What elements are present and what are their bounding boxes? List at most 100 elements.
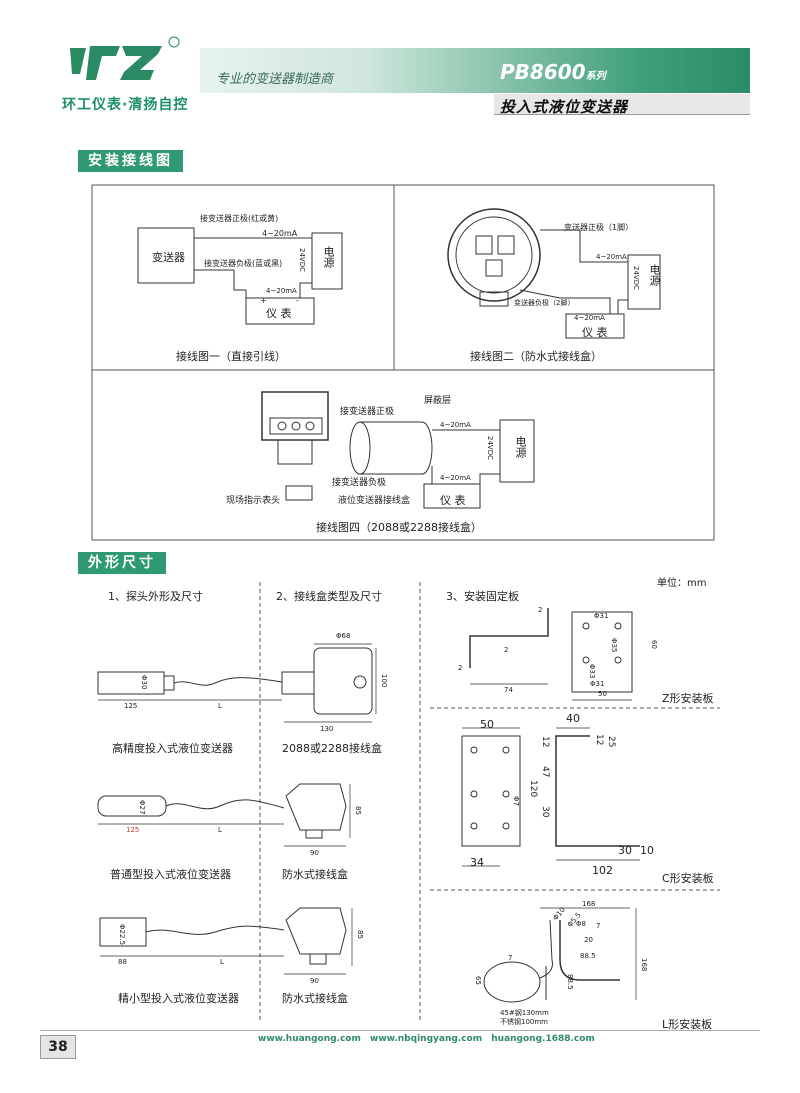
plate-c-dim-4: 25: [606, 736, 616, 748]
fig1-meter-label: 仪 表: [266, 307, 292, 320]
fig1-positive-label: 接变送器正极(红或黄): [200, 214, 279, 223]
plate-c-dim-0: 50: [480, 718, 494, 731]
product-title: 投入式液位变送器: [500, 98, 629, 116]
footer-links[interactable]: www.huangong.com www.nbqingyang.com huan…: [258, 1034, 595, 1044]
fig4-power-box: [499, 419, 535, 483]
box1-width-dim: 130: [320, 725, 334, 733]
fig1-wire-neg: [194, 269, 247, 298]
box2-height-dim: 85: [354, 806, 362, 815]
probe2-body: [97, 795, 167, 817]
probe1-caption: 高精度投入式液位变送器: [112, 742, 233, 755]
fig1-current-label: 4~20mA: [262, 229, 298, 238]
fig4-supply-voltage: 24VDC: [486, 436, 494, 460]
plate-l-dim-6: 88.5: [580, 952, 596, 960]
probe1-length: 125: [124, 702, 138, 710]
probe1-body: [97, 671, 165, 695]
box2-outline: [285, 783, 347, 831]
plate-l-dim-10: 168: [640, 958, 648, 972]
fig2-gland: [479, 291, 509, 307]
box3-outline: [285, 907, 347, 955]
plate-c-profile: [555, 735, 640, 847]
fig1-meter-current: 4~20mA: [266, 287, 297, 295]
fig4-indicator: [285, 485, 313, 501]
plate-z-profile: [469, 608, 549, 668]
fig2-meter-current: 4~20mA: [574, 314, 605, 322]
box3-height-dim: 85: [356, 930, 364, 939]
fig2-power-label: 电源: [648, 264, 661, 286]
plate-c-dim-11: 10: [640, 844, 654, 857]
fig2-positive-label: 变送器正极（1脚）: [564, 223, 634, 232]
fig1-power-label: 电源: [322, 246, 335, 268]
probe2-cable: L: [218, 826, 222, 834]
fig1-power-box: [311, 232, 343, 290]
plate-c-dim-10: 30: [618, 844, 632, 857]
plate-l-dim-3: 7: [596, 922, 601, 930]
plate-c-dim-8: Φ7: [512, 796, 520, 806]
plate-z-dim-9: Φ33: [588, 664, 596, 679]
probe1-cable: L: [218, 702, 222, 710]
plate-z-dim-5: Φ35: [610, 638, 618, 653]
plate-z-dim-3: 74: [504, 686, 513, 694]
fig2-caption: 接线图二（防水式接线盒）: [470, 350, 602, 363]
box1-caption: 2088或2288接线盒: [282, 742, 382, 755]
plate-c-dim-3: 12: [594, 734, 604, 746]
plate-l-dim-9: 88.5: [566, 974, 574, 990]
plate-c-dim-1: 40: [566, 712, 580, 725]
plate-l-dim-7: 7: [508, 954, 513, 962]
plate-c-caption: C形安装板: [662, 872, 714, 885]
fig4-meter-box: [423, 483, 481, 509]
probe3-cable: L: [220, 958, 224, 966]
plate-z-dim-2: 2: [458, 664, 463, 672]
fig2-power-box: [627, 254, 661, 310]
probe2-diameter: Φ27: [138, 800, 146, 815]
plate-c-dim-9: 34: [470, 856, 484, 869]
box3-caption: 防水式接线盒: [282, 992, 348, 1005]
box1-height-dim: 100: [380, 674, 388, 688]
fig4-negative-label: 接变送器负极: [332, 478, 387, 488]
plate-l-dim-4: 20: [584, 936, 593, 944]
plate-c-dim-5: 47: [540, 766, 550, 778]
fig1-negative-label: 接变送器负极(蓝或黑): [204, 259, 283, 268]
fig1-transmitter-box: [137, 227, 195, 284]
wiring-frame: [91, 184, 715, 541]
series-model: PB8600: [500, 60, 586, 84]
col1-title: 1、探头外形及尺寸: [108, 590, 203, 603]
plate-c-front: [461, 735, 521, 847]
footer-rule: [40, 1030, 760, 1031]
unit-label: 单位：mm: [657, 578, 707, 589]
fig4-shield-cable: [360, 421, 433, 475]
col3-title: 3、安装固定板: [446, 590, 519, 603]
fig4-shield-label: 屏蔽层: [424, 396, 452, 406]
probe3-caption: 精小型投入式液位变送器: [118, 992, 239, 1005]
fig4-indicator-label: 现场指示表头: [226, 496, 281, 506]
series-suffix: 系列: [585, 71, 606, 82]
fig2-junction-inner: [455, 216, 533, 294]
plate-l-dim-11: 45#钢130mm: [500, 1009, 549, 1017]
box1-outline: [313, 647, 373, 715]
plate-z-caption: Z形安装板: [662, 692, 714, 705]
plate-z-dim-4: Φ31: [594, 612, 609, 620]
probe2-caption: 普通型投入式液位变送器: [110, 868, 231, 881]
fig4-junction-label: 液位变送器接线盒: [338, 496, 411, 506]
plate-l-dim-5: Φ8: [576, 920, 586, 928]
box3-width-dim: 90: [310, 977, 319, 985]
plate-l-profile: [559, 920, 620, 981]
plate-l-dim-0: 168: [582, 900, 596, 908]
brand-name: 环工仪表·清扬自控: [62, 97, 189, 113]
fig4-positive-label: 接变送器正极: [340, 407, 395, 417]
fig2-supply-voltage: 24VDC: [632, 266, 640, 290]
fig4-caption: 接线图四（2088或2288接线盒）: [316, 521, 482, 534]
box2-caption: 防水式接线盒: [282, 868, 348, 881]
fig1-wire-meter: [299, 282, 312, 298]
plate-z-dim-0: 2: [538, 606, 543, 614]
plate-c-dim-7: 30: [540, 806, 550, 818]
probe3-diameter: Φ22.5: [118, 924, 126, 946]
plate-z-dim-7: 50: [598, 690, 607, 698]
plate-l-dim-8: 65: [474, 976, 482, 985]
plate-z-dim-6: 60: [650, 640, 658, 649]
fig4-current-label: 4~20mA: [440, 421, 471, 429]
fig4-junction-box: [261, 391, 329, 441]
page-number: 38: [40, 1035, 76, 1059]
